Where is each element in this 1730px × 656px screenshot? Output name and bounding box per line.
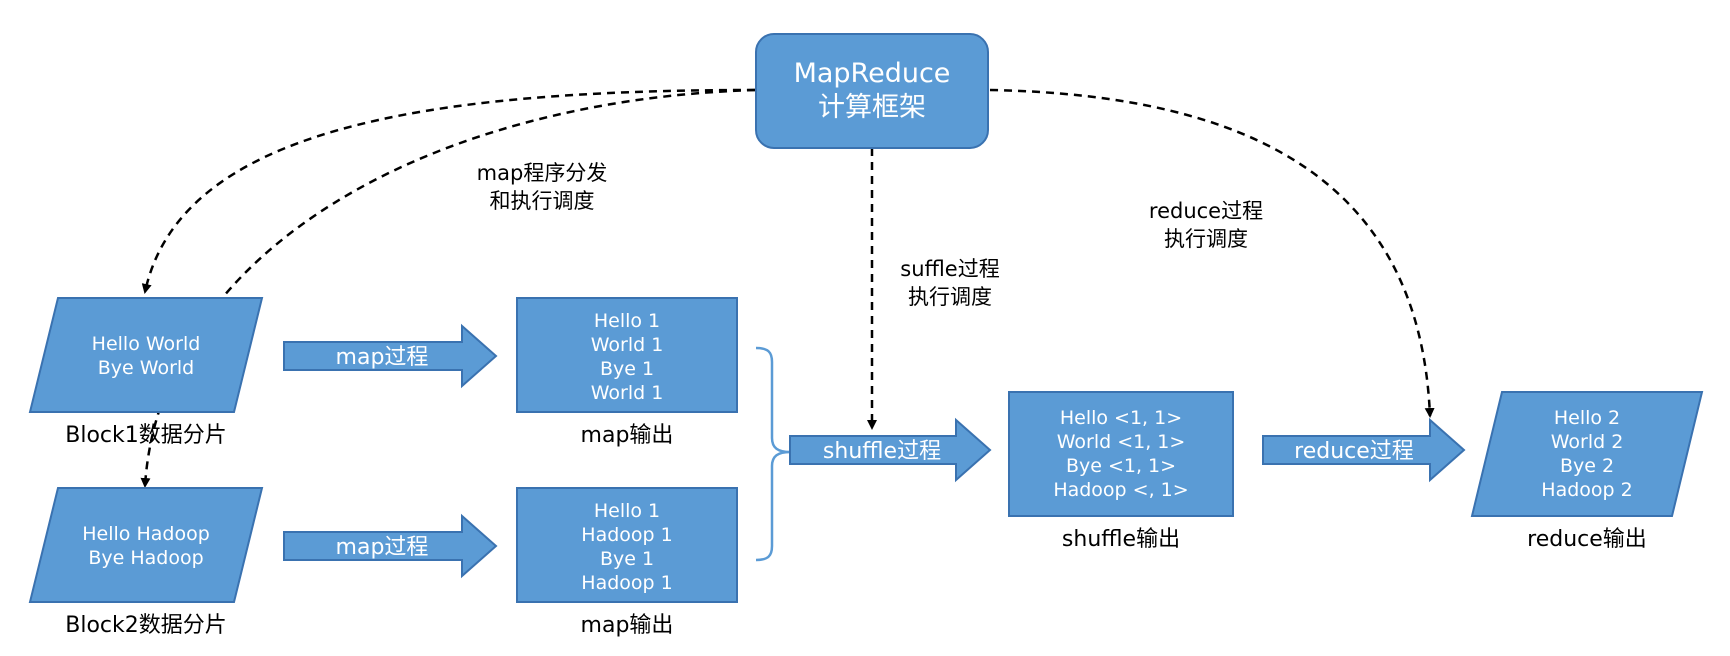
reduce-output-line-2: World 2: [1551, 431, 1624, 453]
map-arrow-2: map过程: [283, 513, 498, 579]
shuffle-sched-note-1: suffle过程: [900, 257, 999, 281]
shuffle-sched-note-2: 执行调度: [908, 285, 992, 309]
map-arrow-1-label: map过程: [336, 345, 429, 370]
reduce-output-line-3: Bye 2: [1560, 455, 1614, 477]
map-output-2-line-4: Hadoop 1: [581, 572, 672, 594]
dispatch-line-block2: [140, 88, 756, 488]
shuffle-output-line-4: Hadoop <, 1>: [1053, 479, 1188, 501]
map-output-2-line-3: Bye 1: [600, 548, 654, 570]
block2-line-2: Bye Hadoop: [88, 547, 203, 569]
reduce-arrow-label: reduce过程: [1294, 439, 1414, 464]
dispatch-line-block1: [141, 88, 756, 294]
reduce-output-shape: Hello 2 World 2 Bye 2 Hadoop 2: [1470, 391, 1704, 517]
shuffle-output-caption: shuffle输出: [1062, 527, 1180, 552]
map-output-2-caption: map输出: [581, 613, 674, 638]
merge-brace: [755, 346, 791, 562]
reduce-arrow: reduce过程: [1262, 417, 1466, 483]
reduce-sched-note-2: 执行调度: [1164, 227, 1248, 251]
block1-line-1: Hello World: [92, 333, 201, 355]
shuffle-output-line-3: Bye <1, 1>: [1066, 455, 1176, 477]
framework-subtitle: 计算框架: [818, 92, 926, 123]
map-output-2-line-1: Hello 1: [594, 500, 660, 522]
block2-line-1: Hello Hadoop: [82, 523, 210, 545]
map-output-1-line-3: Bye 1: [600, 358, 654, 380]
shuffle-output-line-1: Hello <1, 1>: [1060, 407, 1182, 429]
map-output-2-line-2: Hadoop 1: [581, 524, 672, 546]
block2-shape: Hello Hadoop Bye Hadoop: [28, 487, 264, 603]
map-output-1-line-1: Hello 1: [594, 310, 660, 332]
shuffle-arrow-label: shuffle过程: [823, 439, 941, 464]
map-output-1-line-4: World 1: [591, 382, 664, 404]
shuffle-output-line-2: World <1, 1>: [1057, 431, 1186, 453]
block2-caption: Block2数据分片: [65, 613, 227, 638]
map-output-1-line-2: World 1: [591, 334, 664, 356]
shuffle-arrow: shuffle过程: [789, 417, 992, 483]
map-output-1-caption: map输出: [581, 423, 674, 448]
framework-box: MapReduce 计算框架: [755, 33, 989, 149]
map-arrow-2-label: map过程: [336, 535, 429, 560]
reduce-output-line-4: Hadoop 2: [1541, 479, 1632, 501]
map-output-1-box: Hello 1 World 1 Bye 1 World 1: [516, 297, 738, 413]
block1-shape: Hello World Bye World: [28, 297, 264, 413]
reduce-output-line-1: Hello 2: [1554, 407, 1620, 429]
map-output-2-box: Hello 1 Hadoop 1 Bye 1 Hadoop 1: [516, 487, 738, 603]
reduce-sched-note-1: reduce过程: [1149, 199, 1263, 223]
framework-title: MapReduce: [794, 58, 951, 89]
map-dispatch-note-1: map程序分发: [477, 161, 608, 185]
map-arrow-1: map过程: [283, 323, 498, 389]
block1-caption: Block1数据分片: [65, 423, 227, 448]
block1-line-2: Bye World: [98, 357, 194, 379]
reduce-output-caption: reduce输出: [1527, 527, 1647, 552]
shuffle-output-box: Hello <1, 1> World <1, 1> Bye <1, 1> Had…: [1008, 391, 1234, 517]
reduce-sched-line: [989, 88, 1435, 418]
map-dispatch-note-2: 和执行调度: [490, 189, 595, 213]
